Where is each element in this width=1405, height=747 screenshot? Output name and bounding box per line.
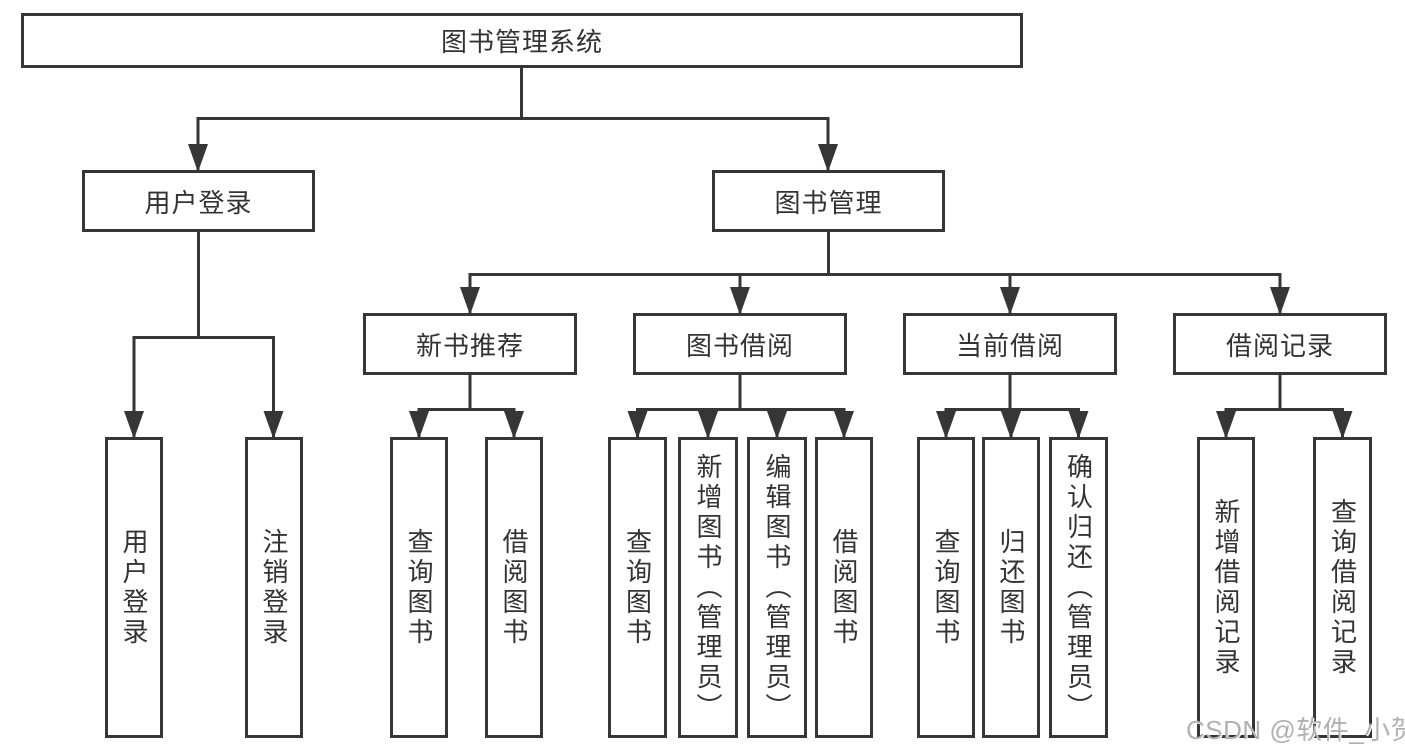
node-user-login-leaf: 用户登录 [105, 437, 163, 738]
arrowhead-down-icon [936, 411, 956, 439]
node-new-book-recommend: 新书推荐 [363, 313, 577, 375]
arrowhead-down-icon [627, 411, 648, 439]
node-bb-query-books: 查询图书 [608, 437, 667, 738]
connector-borrowing-records [1224, 375, 1344, 437]
arrowhead-down-icon [818, 144, 838, 172]
node-current-borrowing: 当前借阅 [903, 313, 1117, 375]
arrowhead-down-icon [263, 411, 284, 439]
node-user-login: 用户登录 [82, 170, 315, 232]
node-br-add-record: 新增借阅记录 [1197, 437, 1255, 738]
arrowhead-down-icon [460, 287, 480, 315]
node-bb-add-books-admin: 新增图书（管理员） [678, 437, 738, 738]
node-cb-confirm-return-admin: 确认归还（管理员） [1049, 437, 1108, 738]
node-logout: 注销登录 [245, 437, 303, 738]
arrowhead-down-icon [1000, 287, 1020, 315]
node-rec-query-books: 查询图书 [390, 437, 448, 738]
node-book-management: 图书管理 [712, 170, 945, 232]
arrowhead-down-icon [409, 411, 429, 439]
node-rec-borrow-books: 借阅图书 [485, 437, 543, 738]
connector-book-management [468, 232, 1282, 313]
arrowhead-down-icon [1270, 287, 1290, 315]
arrowhead-down-icon [1332, 411, 1353, 439]
node-cb-return-books: 归还图书 [982, 437, 1040, 738]
connector-root [196, 68, 830, 171]
arrowhead-down-icon [698, 411, 718, 439]
node-book-borrowing: 图书借阅 [633, 313, 847, 375]
arrowhead-down-icon [1001, 411, 1021, 439]
arrowhead-down-icon [834, 411, 854, 439]
arrowhead-down-icon [504, 411, 524, 439]
arrowhead-down-icon [124, 411, 144, 439]
arrowhead-down-icon [1068, 411, 1089, 439]
arrowhead-down-icon [1216, 411, 1236, 439]
node-borrowing-records: 借阅记录 [1173, 313, 1387, 375]
connector-book-borrowing [636, 375, 846, 437]
node-br-query-record: 查询借阅记录 [1313, 437, 1372, 738]
node-library-management-system: 图书管理系统 [21, 13, 1023, 68]
connector-user-login [132, 232, 275, 437]
arrowhead-down-icon [767, 411, 787, 439]
arrowhead-down-icon [730, 287, 750, 315]
node-bb-borrow-books: 借阅图书 [815, 437, 873, 738]
arrowhead-down-icon [188, 144, 208, 172]
csdn-watermark: CSDN @软件_小贺同学 [1186, 715, 1405, 745]
node-bb-edit-books-admin: 编辑图书（管理员） [747, 437, 807, 738]
node-cb-query-books: 查询图书 [917, 437, 975, 738]
connector-new-book-recommend [417, 375, 516, 437]
